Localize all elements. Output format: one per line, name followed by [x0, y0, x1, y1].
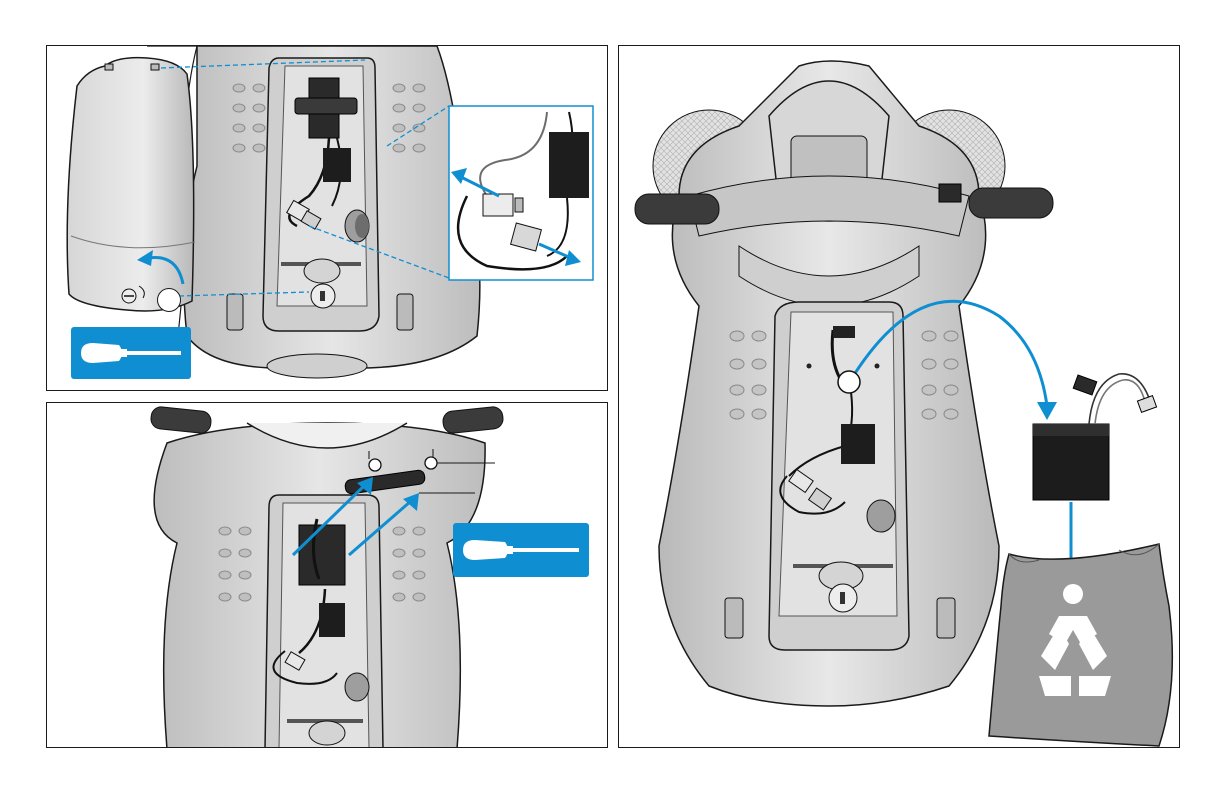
panel-remove-battery-and-recycle — [618, 45, 1180, 748]
panel-remove-rear-cover — [46, 45, 608, 391]
battery-recycle-illustration — [619, 46, 1180, 748]
battery-icon — [1033, 424, 1109, 500]
screwdriver-icon — [71, 327, 191, 379]
screwdriver-icon — [453, 523, 589, 577]
battery-icon — [299, 525, 345, 585]
step-marker — [838, 371, 860, 393]
screwdriver-tool-badge — [453, 523, 589, 577]
rear-cover — [67, 58, 193, 311]
screwdriver-tool-badge — [71, 327, 191, 379]
step-marker — [157, 288, 181, 312]
panel-remove-front-screws — [46, 402, 608, 748]
